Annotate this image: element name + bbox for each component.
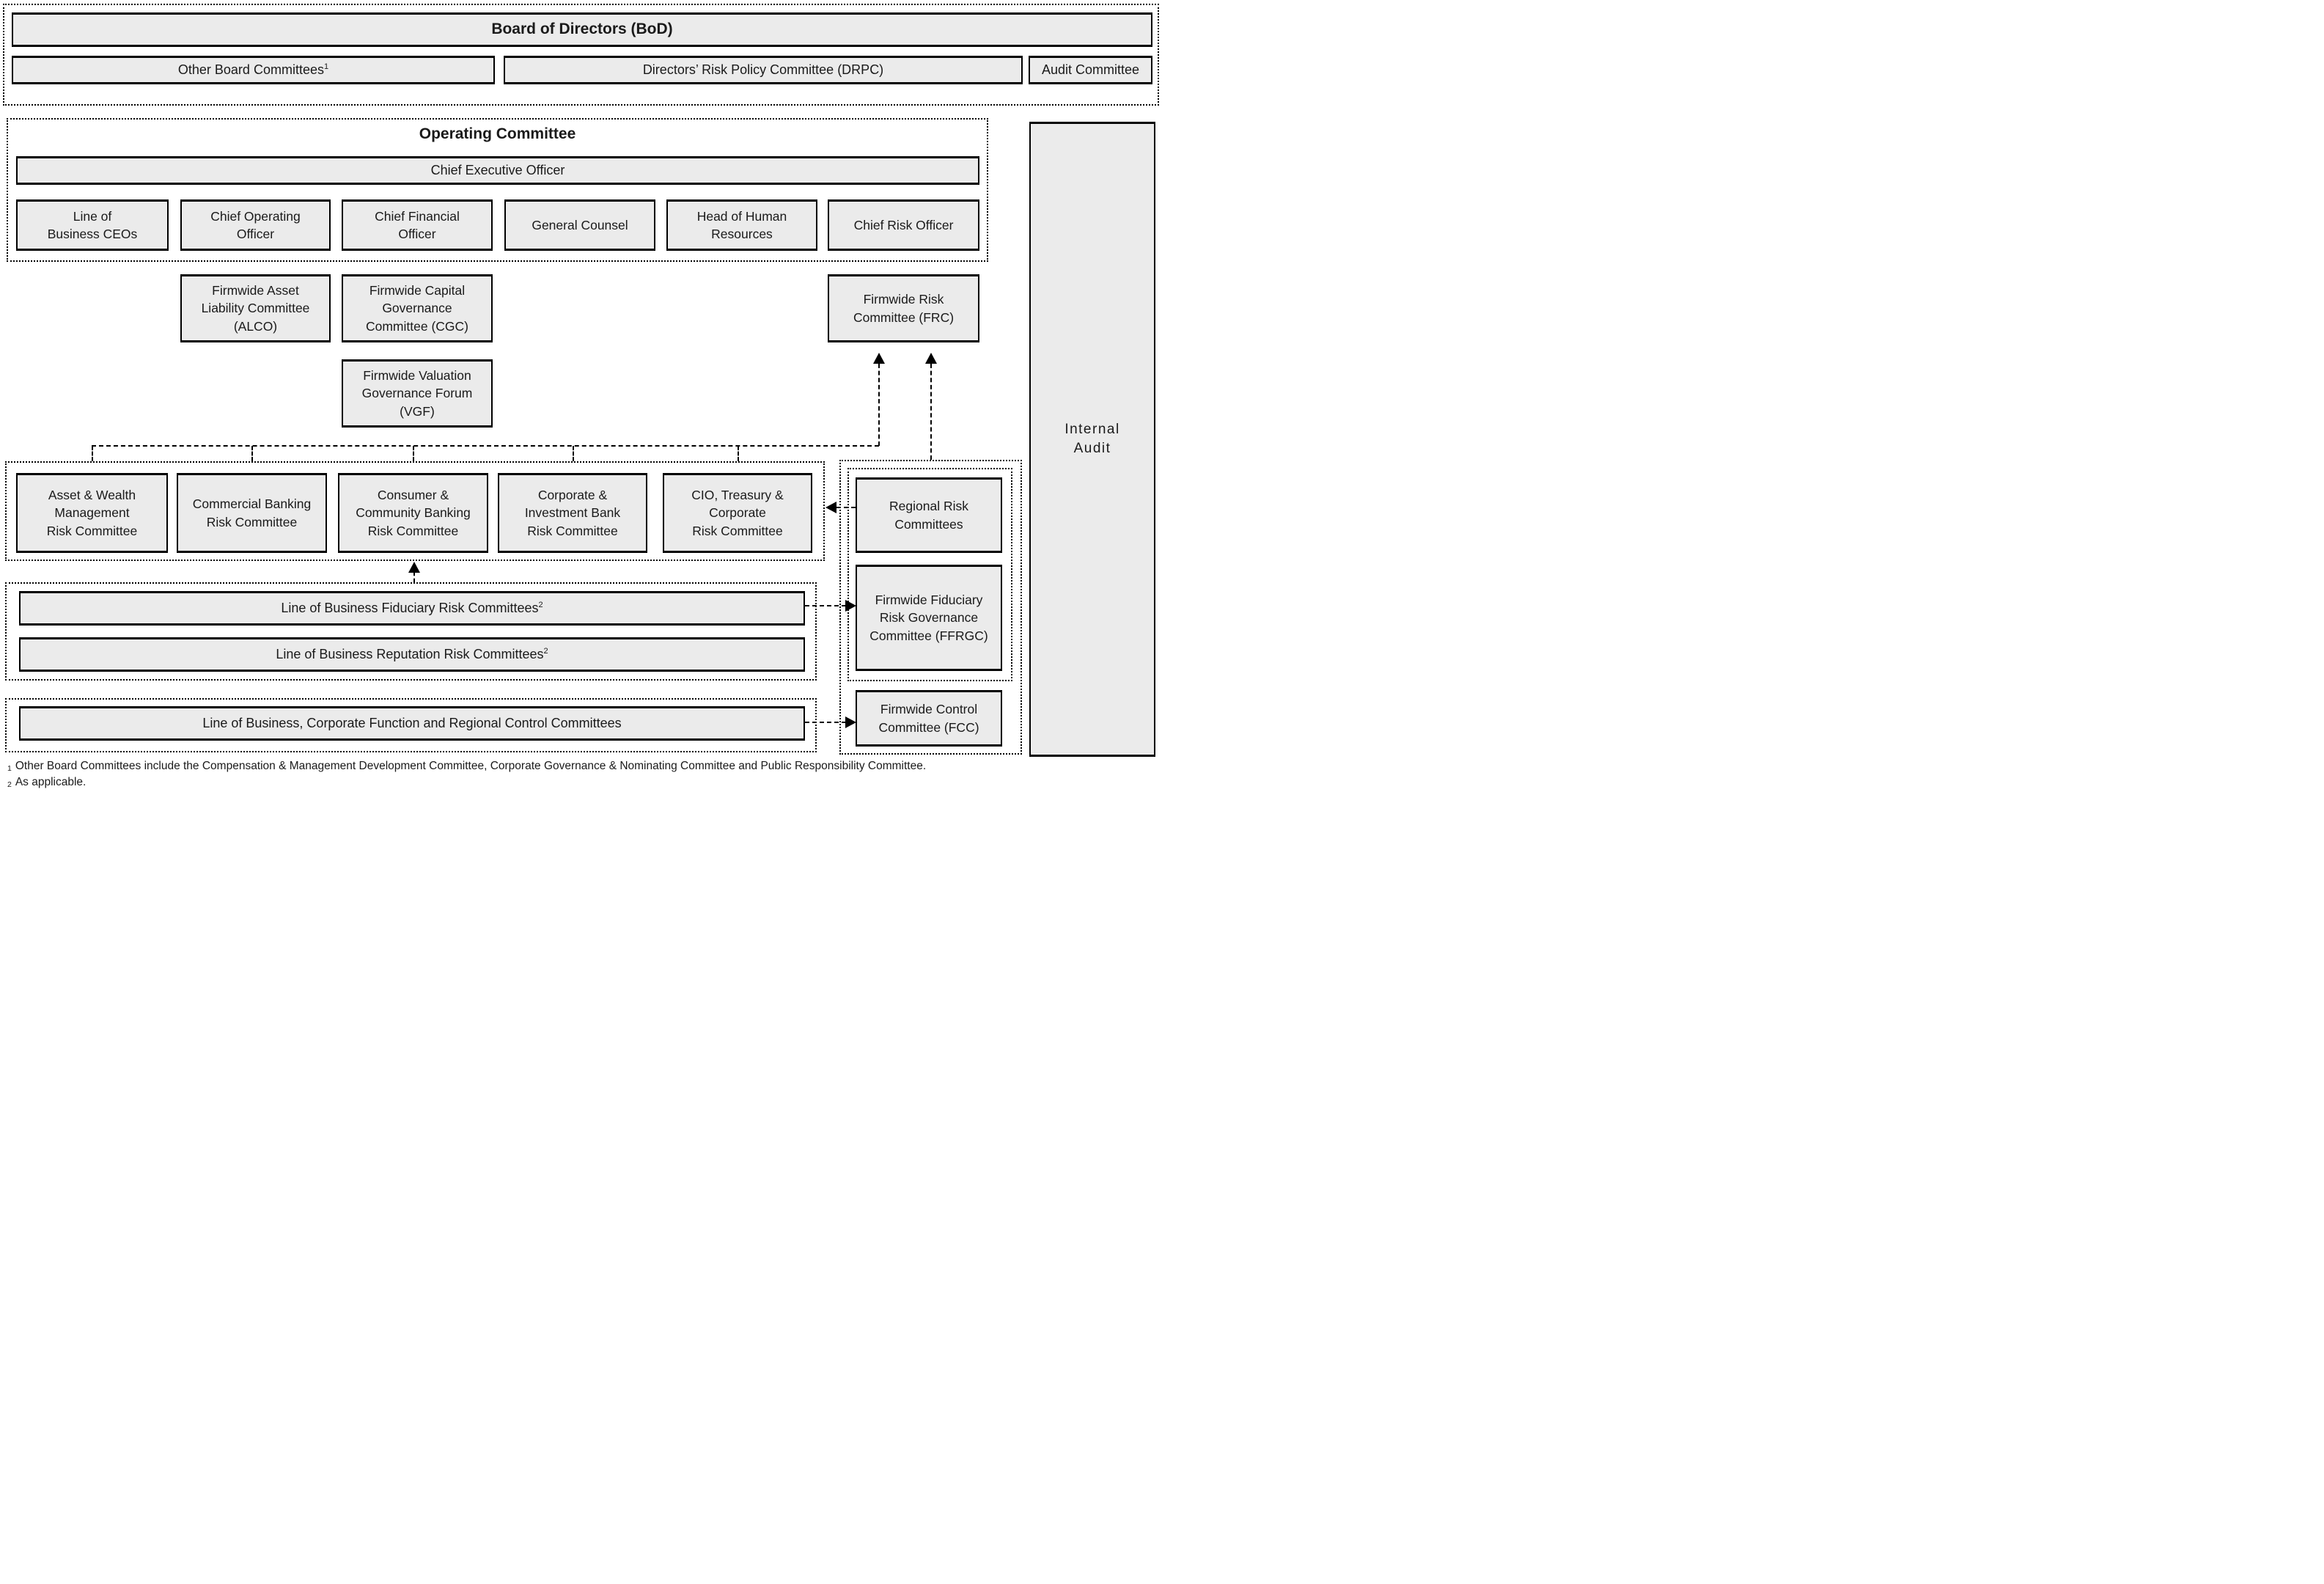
bod-title-box: Board of Directors (BoD) [12, 12, 1152, 47]
lob-reputation-bar: Line of Business Reputation Risk Committ… [19, 637, 805, 672]
connector-regional-to-lob-line [836, 507, 856, 508]
connector-drop-line [92, 446, 93, 461]
arrow-up-icon [873, 353, 885, 364]
connector-drop-line [251, 446, 253, 461]
fcc-box: Firmwide Control Committee (FCC) [856, 690, 1002, 747]
awm-risk-committee-box: Asset & Wealth Management Risk Committee [16, 473, 168, 553]
footnote-1-marker: 1 [7, 764, 12, 773]
internal-audit-box: Internal Audit [1029, 122, 1155, 757]
connector-drop-line [413, 446, 414, 461]
lob-ceos-box: Line of Business CEOs [16, 199, 169, 251]
cfo-box: Chief Financial Officer [342, 199, 493, 251]
alco-box: Firmwide Asset Liability Committee (ALCO… [180, 274, 331, 342]
bod-title-label: Board of Directors (BoD) [491, 21, 673, 38]
connector-drop-line [738, 446, 739, 461]
operating-committee-title: Operating Committee [419, 125, 576, 142]
board-section [3, 4, 1159, 106]
arrow-left-icon [825, 502, 836, 513]
connector-control-to-fcc-line [805, 722, 846, 723]
arrow-up-icon [925, 353, 937, 364]
footnote-2-text: As applicable. [15, 776, 87, 788]
connector-fiduciary-to-ffrgc-line [805, 605, 846, 606]
general-counsel-box: General Counsel [504, 199, 655, 251]
footnote-ref-2: 2 [538, 601, 543, 610]
footnote-ref-1: 1 [323, 62, 329, 72]
arrow-right-icon [845, 716, 856, 728]
control-committees-section [5, 698, 817, 752]
cio-treasury-risk-committee-box: CIO, Treasury & Corporate Risk Committee [663, 473, 812, 553]
other-board-committees-label: Other Board Committees1 [177, 62, 329, 78]
connector-lob-to-frc-line [878, 364, 880, 446]
footnote-1-text: Other Board Committees include the Compe… [15, 760, 927, 772]
ceo-label: Chief Executive Officer [430, 163, 565, 178]
connector-fiduciary-to-lob-line [413, 572, 415, 582]
cgc-box: Firmwide Capital Governance Committee (C… [342, 274, 493, 342]
connector-drop-line [573, 446, 574, 461]
connector-regional-to-frc-line [930, 364, 932, 460]
connector-horizontal-line [92, 445, 879, 447]
cb-risk-committee-box: Commercial Banking Risk Committee [177, 473, 327, 553]
vgf-box: Firmwide Valuation Governance Forum (VGF… [342, 359, 493, 428]
audit-committee-label: Audit Committee [1041, 62, 1140, 78]
drpc-box: Directors’ Risk Policy Committee (DRPC) [504, 56, 1023, 84]
risk-governance-org-chart: Board of Directors (BoD) Other Board Com… [0, 0, 1162, 792]
lob-reputation-label: Line of Business Reputation Risk Committ… [276, 647, 548, 662]
lob-fiduciary-label: Line of Business Fiduciary Risk Committe… [281, 601, 543, 616]
other-board-committees-box: Other Board Committees1 [12, 56, 495, 84]
right-committees-outer-group [839, 460, 1022, 755]
right-committees-inner-group [847, 468, 1012, 681]
footnote-2-marker: 2 [7, 780, 12, 789]
ffrgc-box: Firmwide Fiduciary Risk Governance Commi… [856, 565, 1002, 671]
audit-committee-box: Audit Committee [1029, 56, 1152, 84]
cro-box: Chief Risk Officer [828, 199, 979, 251]
lob-risk-committees-section [5, 461, 825, 561]
arrow-right-icon [845, 600, 856, 612]
hr-head-box: Head of Human Resources [666, 199, 817, 251]
drpc-label: Directors’ Risk Policy Committee (DRPC) [642, 62, 884, 78]
lob-fiduciary-bar: Line of Business Fiduciary Risk Committe… [19, 591, 805, 626]
frc-box: Firmwide Risk Committee (FRC) [828, 274, 979, 342]
ceo-box: Chief Executive Officer [16, 156, 979, 185]
footnote-ref-2: 2 [543, 647, 548, 656]
lob-control-bar: Line of Business, Corporate Function and… [19, 706, 805, 741]
ccb-risk-committee-box: Consumer & Community Banking Risk Commit… [338, 473, 488, 553]
coo-box: Chief Operating Officer [180, 199, 331, 251]
fiduciary-reputation-section [5, 582, 817, 681]
lob-control-label: Line of Business, Corporate Function and… [202, 716, 622, 731]
arrow-up-icon [408, 562, 420, 573]
operating-committee-section [7, 118, 988, 262]
regional-risk-committees-box: Regional Risk Committees [856, 477, 1002, 553]
cib-risk-committee-box: Corporate & Investment Bank Risk Committ… [498, 473, 647, 553]
